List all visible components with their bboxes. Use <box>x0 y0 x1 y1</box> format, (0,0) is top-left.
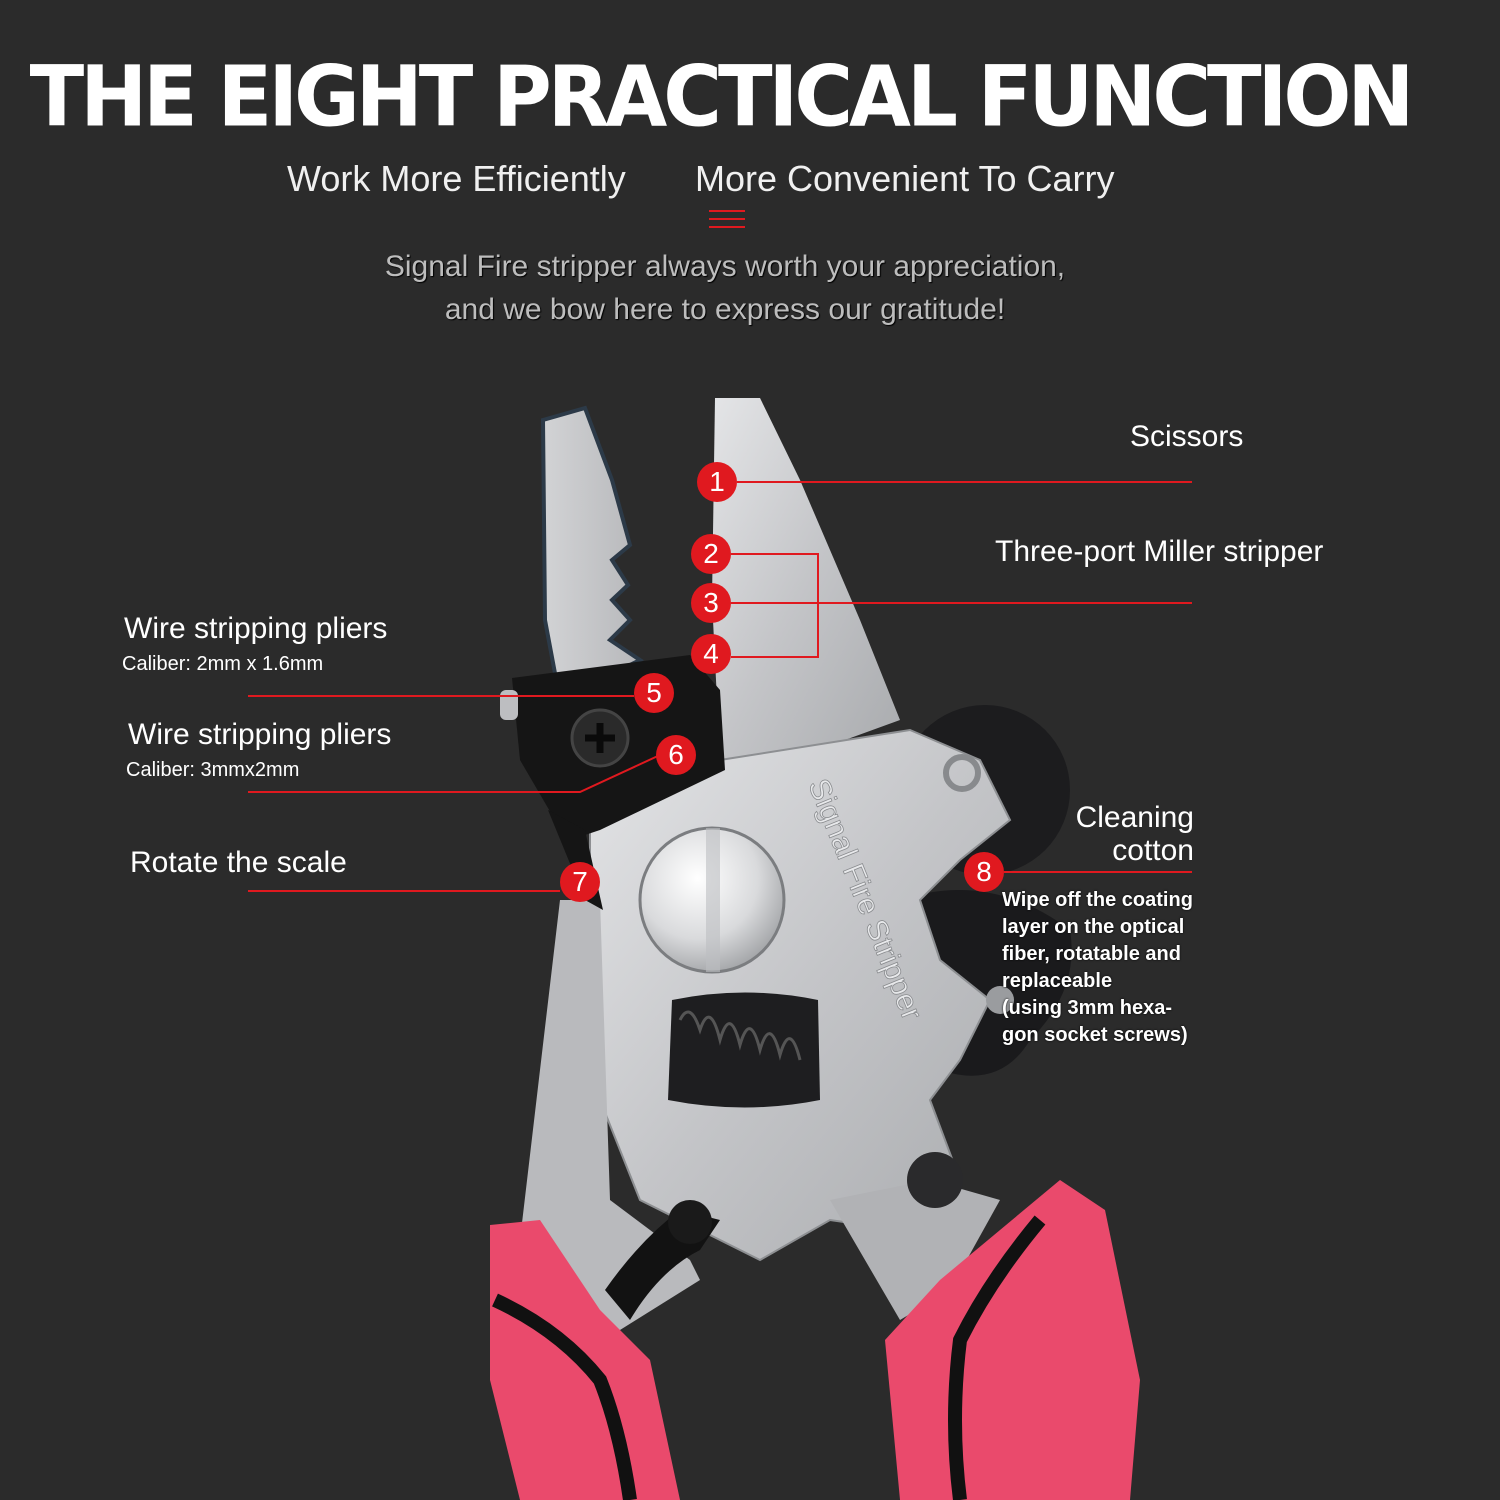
subtitle-right: More Convenient To Carry <box>695 158 1115 199</box>
spring <box>668 992 820 1108</box>
cotton-description-line: replaceable <box>1002 970 1113 992</box>
label-wire-stripping-pliers-b: Wire stripping pliers <box>128 718 392 751</box>
label-rotate-scale: Rotate the scale <box>130 846 347 879</box>
marker-3: 3 <box>691 583 731 623</box>
cotton-description: Wipe off the coating layer on the optica… <box>1002 887 1193 1049</box>
cotton-description-line: (using 3mm hexa- <box>1002 997 1173 1019</box>
marker-2: 2 <box>691 534 731 574</box>
callout-lines <box>248 481 1192 892</box>
tagline-line-1: Signal Fire stripper always worth your a… <box>384 250 1066 283</box>
tagline-line-2: and we bow here to express our gratitude… <box>444 293 1006 326</box>
left-jaw <box>540 405 644 703</box>
caliber-b: Caliber: 3mmx2mm <box>126 759 300 781</box>
right-jaw <box>712 398 900 760</box>
cotton-description-line: layer on the optical <box>1002 916 1185 938</box>
left-arm <box>520 900 700 1330</box>
marker-6: 6 <box>656 735 696 775</box>
tagline: Signal Fire stripper always worth your a… <box>0 245 1450 331</box>
caliber-a: Caliber: 2mm x 1.6mm <box>122 653 324 675</box>
marker-4: 4 <box>691 634 731 674</box>
marker-7: 7 <box>560 862 600 902</box>
cotton-description-line: gon socket screws) <box>1002 1024 1188 1046</box>
cotton-description-line: fiber, rotatable and <box>1002 943 1181 965</box>
left-handle <box>490 1220 680 1500</box>
label-cleaning-cotton: Cleaning cotton <box>1060 801 1194 867</box>
marker-5: 5 <box>634 673 674 713</box>
label-miller-stripper: Three-port Miller stripper <box>995 535 1324 568</box>
rivet <box>907 1152 963 1208</box>
right-arm <box>830 1180 1000 1320</box>
label-scissors: Scissors <box>1130 420 1244 453</box>
right-handle <box>885 1180 1140 1500</box>
marker-1: 1 <box>697 462 737 502</box>
label-cleaning-cotton-line-1: Cleaning <box>1075 801 1194 834</box>
label-wire-stripping-pliers-a: Wire stripping pliers <box>124 612 388 645</box>
subtitle-left: Work More Efficiently <box>287 158 626 199</box>
marker-8: 8 <box>964 852 1004 892</box>
page-title: THE EIGHT PRACTICAL FUNCTION <box>29 47 1415 146</box>
label-cleaning-cotton-line-2: cotton <box>1112 834 1194 867</box>
cotton-description-line: Wipe off the coating <box>1002 889 1193 911</box>
